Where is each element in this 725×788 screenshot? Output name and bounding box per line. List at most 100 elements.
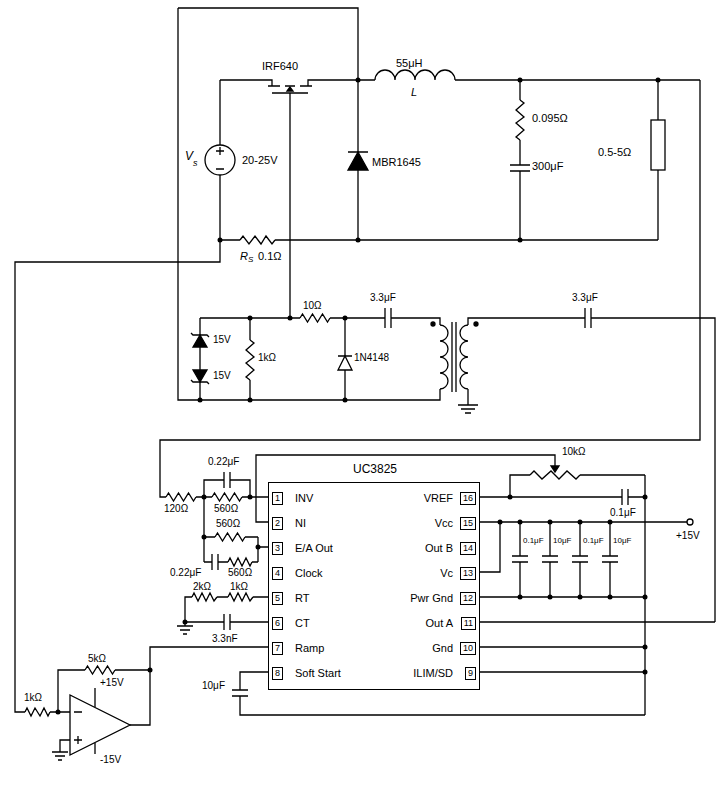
component-label: 20-25V	[242, 154, 277, 166]
power-stage	[657, 80, 658, 240]
controller-wiring	[551, 466, 559, 472]
gate-drive	[191, 380, 209, 384]
component-label: 1kΩ	[258, 352, 276, 363]
component-label: 0.1μF	[610, 507, 636, 518]
power-stage	[287, 87, 293, 91]
power-stage	[510, 80, 530, 240]
gate-drive	[585, 308, 591, 328]
junction-dots	[248, 398, 253, 403]
controller-wiring	[25, 708, 50, 716]
junction-dots	[288, 316, 293, 321]
junction-dots	[343, 316, 348, 321]
controller-wiring	[203, 497, 204, 562]
component-label: 0.1Ω	[258, 250, 282, 262]
component-label: 560Ω	[214, 503, 238, 514]
pin-name: E/A Out	[295, 541, 333, 555]
controller-wiring	[228, 593, 253, 601]
component-label: 300μF	[532, 160, 563, 172]
component-label: 0.1μF	[583, 537, 604, 546]
power-stage	[219, 80, 220, 240]
component-label: 5kΩ	[88, 653, 106, 664]
junction-dots	[183, 620, 188, 625]
component-label: 1kΩ	[230, 581, 248, 592]
junction-dots	[148, 668, 153, 673]
component-label: 3.3μF	[572, 292, 598, 303]
gate-drive	[191, 333, 209, 337]
controller-wiring	[228, 558, 252, 566]
pin-name: RT	[295, 591, 309, 605]
gate-drive	[474, 322, 478, 326]
controller-wiring	[58, 670, 150, 712]
controller-wiring	[50, 712, 70, 760]
component-label: 0.22μF	[170, 567, 201, 578]
controller-wiring	[74, 712, 82, 744]
controller-wiring	[204, 472, 250, 497]
pin-number: 13	[460, 567, 476, 580]
controller-wiring	[70, 695, 130, 755]
junction-dots	[248, 316, 253, 321]
power-stage	[160, 80, 700, 497]
power-stage	[216, 147, 224, 169]
junction-dots	[248, 495, 253, 500]
component-label: 2kΩ	[193, 581, 211, 592]
gate-drive	[338, 318, 352, 400]
component-label: s	[193, 159, 198, 169]
power-stage	[375, 70, 700, 80]
component-label: 10μF	[202, 680, 225, 691]
power-stage	[178, 8, 440, 400]
power-stage	[15, 240, 220, 712]
component-label: 10μF	[613, 537, 631, 546]
gate-drive	[193, 335, 207, 347]
controller-wiring	[212, 554, 218, 570]
controller-wiring	[166, 493, 196, 501]
junction-dots	[256, 545, 261, 550]
junction-dots	[508, 495, 513, 500]
junction-dots	[643, 495, 648, 500]
component-label: 120Ω	[164, 503, 188, 514]
junction-dots	[548, 520, 553, 525]
pin-name: Pwr Gnd	[410, 591, 453, 605]
component-label: MBR1645	[372, 156, 421, 168]
gate-drive	[460, 325, 468, 405]
controller-wiring	[130, 647, 268, 725]
junction-dots	[202, 535, 207, 540]
pin-number: 9	[465, 667, 476, 680]
pin-name: ILIM/SD	[413, 666, 453, 680]
controller-wiring	[85, 666, 115, 674]
power-stage	[348, 80, 368, 240]
pin-number: 16	[460, 492, 476, 505]
pin-number: 7	[272, 642, 283, 655]
pin-number: 8	[272, 667, 283, 680]
junction-dots	[578, 595, 583, 600]
controller-wiring	[215, 533, 245, 541]
junction-dots	[643, 670, 648, 675]
gate-drive	[458, 405, 478, 413]
gate-drive	[452, 322, 456, 392]
pin-number: 2	[272, 517, 283, 530]
gate-drive	[246, 340, 254, 380]
gate-drive	[193, 370, 207, 382]
component-label: 0.5-5Ω	[598, 146, 631, 158]
pin-name: CT	[295, 616, 310, 630]
junction-dots	[643, 595, 648, 600]
junction-dots	[218, 238, 223, 243]
component-label: V	[185, 150, 193, 163]
controller-wiring	[185, 614, 268, 630]
controller-wiring	[512, 522, 528, 597]
pin-name: INV	[295, 491, 313, 505]
pin-number: 5	[272, 592, 283, 605]
junction-dots	[608, 520, 613, 525]
gate-drive	[468, 318, 715, 622]
pin-number: 10	[460, 642, 476, 655]
pin-name: Vcc	[435, 516, 453, 530]
gate-drive	[300, 314, 330, 322]
component-label: 10Ω	[303, 300, 322, 311]
junction-dots	[56, 710, 61, 715]
pin-number: 3	[272, 542, 283, 555]
component-label: 560Ω	[216, 518, 240, 529]
component-label: 1kΩ	[24, 692, 42, 703]
controller-wiring	[192, 593, 217, 601]
pin-number: 4	[272, 567, 283, 580]
component-label: +15V	[676, 530, 700, 541]
component-label: 15V	[213, 334, 231, 345]
